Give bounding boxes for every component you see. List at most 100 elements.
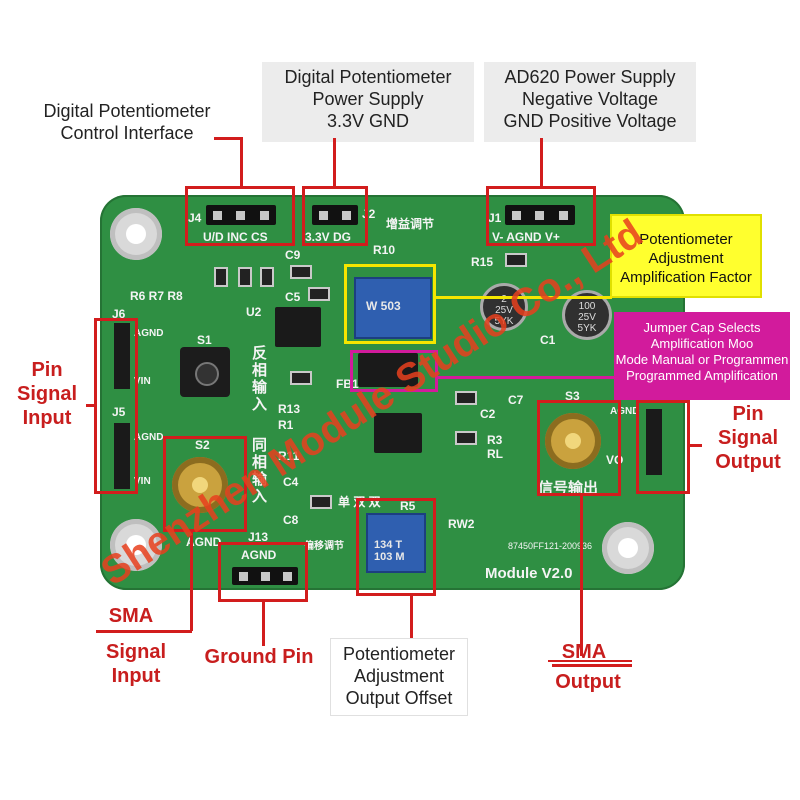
j5-pin-header[interactable] <box>114 423 130 489</box>
sma-output-connector[interactable] <box>545 413 601 469</box>
ad620-power-callout: AD620 Power Supply Negative Voltage GND … <box>484 62 696 142</box>
jumper-select-callout: Jumper Cap Selects Amplification Moo Mod… <box>614 312 790 400</box>
vo-pin-header[interactable] <box>646 409 662 475</box>
j2-frame <box>302 186 368 246</box>
rw2-code: 134 T 103 M <box>374 539 405 563</box>
rw1-potentiometer[interactable]: W 503 <box>354 277 432 339</box>
leader-jumper <box>438 376 614 379</box>
j1-header[interactable] <box>505 205 575 225</box>
pin-input-frame <box>94 318 138 494</box>
signal-input-label: Signal Input <box>105 641 166 687</box>
r1-label: R1 <box>278 418 294 432</box>
j4-pins-label: U/D INC CS <box>203 230 268 244</box>
j2-pins-label: 3.3V DG <box>305 230 352 244</box>
j6-label: J6 <box>112 307 126 321</box>
c7-label: C7 <box>508 393 524 407</box>
pot-adjust-offset-callout: Potentiometer Adjustment Output Offset <box>330 638 468 716</box>
offset-adjust-label: 偏移调节 <box>304 541 344 552</box>
sma-input-connector[interactable] <box>172 457 228 513</box>
leader-pin-input <box>86 404 96 407</box>
fb1-label: FB1 <box>336 377 359 391</box>
j1-frame <box>486 186 596 246</box>
noninverting-input-label: 同相输入 <box>252 437 268 505</box>
smd-c5 <box>308 287 330 301</box>
leader-control-h <box>214 137 242 140</box>
j4-header[interactable] <box>206 205 276 225</box>
leader-sma-output-underline <box>552 664 632 667</box>
c5-label: C5 <box>285 290 301 304</box>
j1-pins-label: V- AGND V+ <box>492 230 560 244</box>
leader-sma-output <box>580 496 583 656</box>
u2-chip <box>275 307 321 347</box>
sma-input-frame <box>163 436 247 532</box>
r15-label: R15 <box>471 255 494 269</box>
j5-agnd-label: AGND <box>134 432 164 443</box>
board-agnd-label: AGND <box>186 535 222 549</box>
pin-signal-output-label: Pin Signal Output <box>715 403 781 473</box>
leader-ad620 <box>540 138 543 187</box>
s2-label: S2 <box>195 438 210 452</box>
offset-pot-frame <box>356 498 436 596</box>
j4-label: J4 <box>188 211 202 225</box>
c1-label: C1 <box>540 333 556 347</box>
sma-output-frame <box>537 400 621 496</box>
r5-label: R5 <box>400 499 416 513</box>
leader-sma-output-top <box>548 660 632 662</box>
s1-label: S1 <box>197 333 212 347</box>
leader-control-v <box>240 137 243 187</box>
ground-pin-label: Ground Pin <box>204 646 314 668</box>
u2-label: U2 <box>246 305 262 319</box>
pot-power-callout: Digital Potentiometer Power Supply 3.3V … <box>262 62 474 142</box>
ground-pin-frame <box>218 542 308 602</box>
smd-r15 <box>505 253 527 267</box>
j4-frame <box>185 186 295 246</box>
leader-pot-power <box>333 138 336 187</box>
electrolytic-cap-2: 100 25V 5YK <box>562 290 612 340</box>
mounting-hole-bottom-right <box>602 522 654 574</box>
r13-label: R13 <box>278 402 301 416</box>
rl-label: RL <box>487 447 503 461</box>
agnd-out-label: AGND <box>610 406 640 417</box>
sma-input-label: SMA <box>108 605 154 627</box>
j5-label: J5 <box>112 405 126 419</box>
j6-pin-header[interactable] <box>114 323 130 389</box>
smd-c9 <box>290 265 312 279</box>
r10-label: R10 <box>373 243 396 257</box>
mounting-hole-top-left <box>110 208 162 260</box>
smd-c7 <box>455 391 477 405</box>
smd-r6 <box>214 267 228 287</box>
leader-sma-input-v <box>190 531 193 631</box>
rw2-potentiometer[interactable]: 134 T 103 M <box>366 513 426 573</box>
serial-number-label: 87450FF121-200936 <box>508 541 593 551</box>
output-label: Output <box>555 671 621 693</box>
sma-output-label: SMA <box>561 641 607 663</box>
smd-rl <box>455 431 477 445</box>
leader-pin-output <box>690 444 702 447</box>
j13-agnd-label: AGND <box>241 548 277 562</box>
amp-chip <box>374 413 422 453</box>
electrolytic-cap-1: 2 25V 5YK <box>480 283 528 331</box>
gain-adjust-label: 增益调节 <box>386 217 435 231</box>
jumper-header[interactable] <box>358 353 418 387</box>
j5-vin-label: VIN <box>134 476 151 487</box>
pin-signal-input-label: Pin Signal Input <box>16 359 77 429</box>
mounting-hole-bottom-left <box>110 519 162 571</box>
j13-label: J13 <box>248 530 269 544</box>
inverting-input-label: 反相输入 <box>252 345 268 413</box>
smd-c8 <box>310 495 332 509</box>
c4-label: C4 <box>283 475 299 489</box>
s1-button[interactable] <box>180 347 230 397</box>
c9-label: C9 <box>285 248 301 262</box>
j2-header[interactable] <box>312 205 358 225</box>
r11-label: R11 <box>278 449 300 463</box>
smd-r13 <box>290 371 312 385</box>
smd-r7 <box>238 267 252 287</box>
leader-offset <box>410 596 413 638</box>
c8-label: C8 <box>283 513 299 527</box>
control-interface-callout: Digital Potentiometer Control Interface <box>43 101 211 143</box>
leader-ground <box>262 602 265 646</box>
jumper-highlight <box>350 350 438 392</box>
c2-label: C2 <box>480 407 496 421</box>
smd-r8 <box>260 267 274 287</box>
j13-header[interactable] <box>232 567 298 585</box>
